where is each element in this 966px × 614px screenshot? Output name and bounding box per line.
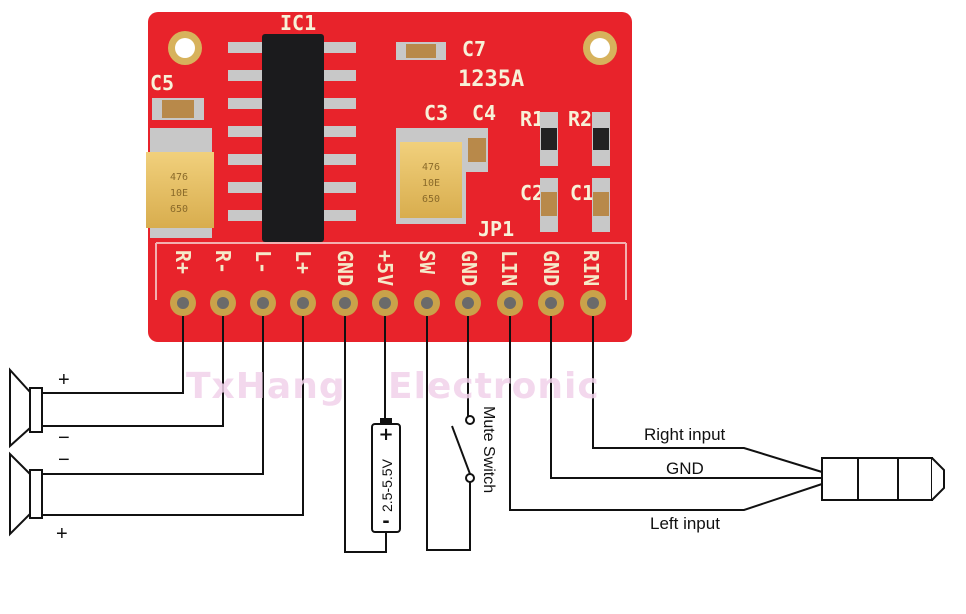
pin-label-l-plus: L+ xyxy=(291,250,315,274)
pin-label-sw: SW xyxy=(415,250,439,275)
label-c1: C1 xyxy=(570,181,594,205)
speaker-bottom-plus: + xyxy=(56,523,68,545)
battery-plus-sign: + xyxy=(378,424,393,445)
svg-text:650: 650 xyxy=(170,204,188,215)
model-label: 1235A xyxy=(458,67,524,92)
ic-pads-left xyxy=(228,42,266,221)
pin-label-5v: +5V xyxy=(373,250,397,286)
label-r2: R2 xyxy=(568,107,592,131)
ic-label: IC1 xyxy=(280,11,316,35)
pin-label-gnd-1: GND xyxy=(333,250,357,286)
battery-minus-sign: - xyxy=(382,511,389,532)
mute-switch-label: Mute Switch xyxy=(480,406,497,493)
audio-jack xyxy=(821,457,945,501)
wire-l-minus xyxy=(42,316,264,475)
pin-label-l-minus: L- xyxy=(251,250,275,274)
speaker-top-plus: + xyxy=(58,369,70,391)
watermark-brand: TxHang xyxy=(186,366,346,407)
label-c4: C4 xyxy=(472,101,496,125)
gnd-input-label: GND xyxy=(666,459,704,478)
wire-gnd-battery xyxy=(344,316,387,553)
speaker-bottom-minus: − xyxy=(58,449,70,471)
label-c5: C5 xyxy=(150,71,174,95)
pin-label-gnd-3: GND xyxy=(539,250,563,286)
pin-label-r-plus: R+ xyxy=(171,250,195,274)
left-input-label: Left input xyxy=(650,514,720,533)
pin-label-gnd-2: GND xyxy=(457,250,481,286)
mute-switch: Mute Switch xyxy=(451,406,497,493)
wire-right-input xyxy=(592,316,823,473)
svg-text:10E: 10E xyxy=(170,188,188,199)
wire-left-input xyxy=(509,316,823,511)
label-c3: C3 xyxy=(424,101,448,125)
speaker-top-minus: − xyxy=(58,427,70,449)
wire-sw xyxy=(426,316,471,551)
pin-label-r-minus: R- xyxy=(211,250,235,274)
wire-r-minus xyxy=(42,316,224,427)
watermark-electronic: Electronic xyxy=(388,366,600,407)
pin-label-lin: LIN xyxy=(497,250,521,286)
tantalum-cap-left: 476 10E 650 xyxy=(146,128,214,238)
wire-gnd-input xyxy=(550,316,822,479)
speaker-bottom: − + xyxy=(9,449,70,545)
right-input-label: Right input xyxy=(644,425,726,444)
svg-text:10E: 10E xyxy=(422,178,440,189)
label-c7: C7 xyxy=(462,37,486,61)
wire-r-plus xyxy=(42,316,184,394)
wires xyxy=(42,316,823,553)
amplifier-ic xyxy=(262,34,324,242)
ic-pads-right xyxy=(318,42,356,221)
wire-l-plus xyxy=(42,316,304,516)
header-pins xyxy=(170,290,606,316)
jumper-label: JP1 xyxy=(478,217,514,241)
tantalum-cap-middle: 476 10E 650 xyxy=(396,128,466,224)
svg-text:476: 476 xyxy=(170,172,188,183)
pin-labels: R+ R- L- L+ GND +5V SW GND LIN GND RIN xyxy=(171,250,603,286)
svg-text:650: 650 xyxy=(422,194,440,205)
battery: + - 2.5-5.5V xyxy=(371,418,401,533)
amplifier-board: IC1 C5 C7 1235A C3 C4 R1 R2 C2 C1 476 10… xyxy=(146,11,632,342)
battery-voltage-label: 2.5-5.5V xyxy=(379,458,395,512)
speaker-top: + − xyxy=(9,367,70,449)
svg-text:476: 476 xyxy=(422,162,440,173)
pin-label-rin: RIN xyxy=(579,250,603,286)
